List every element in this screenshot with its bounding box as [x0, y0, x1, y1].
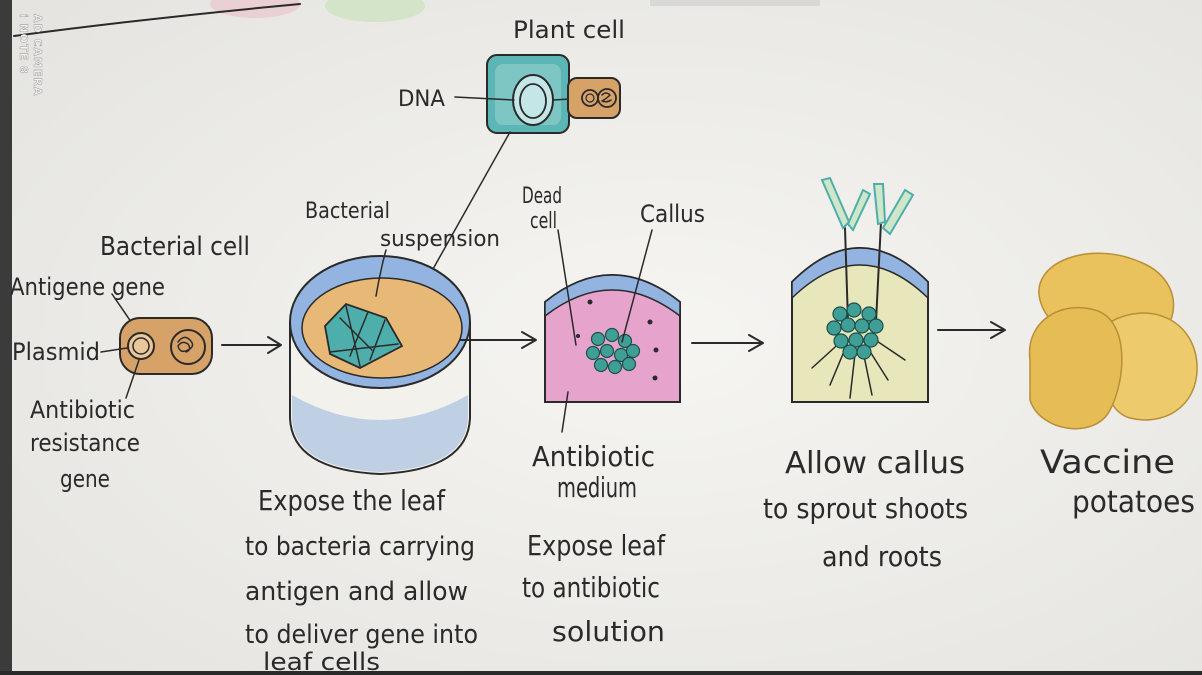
potato-left [1030, 308, 1122, 429]
resistance-gene-label-3: gene [60, 465, 110, 493]
dead-cell-label-2: cell [530, 209, 557, 234]
callus-cell [609, 361, 622, 374]
plant-cell-title: Plant cell [513, 16, 625, 44]
plasmid-label: Plasmid [12, 338, 100, 366]
resistance-gene-label-2: resistance [30, 429, 140, 457]
dead-cell-dot [653, 376, 658, 381]
dead-cell-dot [654, 348, 659, 353]
step-2-caption-line-2: to antibiotic [522, 571, 660, 604]
faint-gray-watermark [650, 0, 820, 6]
callus-cell [606, 329, 619, 342]
suspension-label-2: suspension [380, 227, 500, 252]
step-2-caption-line-3: solution [552, 615, 665, 648]
step-2-caption-line-1: Expose leaf [527, 529, 666, 562]
dead-cell-dot [576, 334, 580, 338]
callus-cell [855, 319, 869, 333]
callus-cell [587, 347, 600, 360]
watermark-line-1: i NOTE 8 [17, 14, 30, 75]
watermark-line-2: AD CAMERA [31, 14, 44, 97]
antigen-gene-label: Antigene gene [10, 273, 165, 301]
callus-label: Callus [640, 200, 705, 228]
bacterial-cell-title: Bacterial cell [100, 232, 250, 262]
left-edge-shadow [0, 0, 12, 675]
callus-cell [843, 345, 857, 359]
callus-cell [627, 345, 640, 358]
callus-cell [595, 359, 608, 372]
callus-cell [601, 345, 614, 358]
step-1-caption-line-5: leaf cells [263, 648, 380, 675]
dead-cell-label-1: Dead [522, 184, 562, 209]
callus-cell [857, 345, 871, 359]
potatoes-label-2: potatoes [1072, 485, 1195, 520]
callus-cell [623, 358, 636, 371]
antibiotic-medium-label-1: Antibiotic [532, 440, 655, 473]
step-1-caption-line-3: antigen and allow [245, 577, 468, 607]
dna-label: DNA [398, 87, 445, 112]
callus-cell [869, 319, 883, 333]
plasmid-circle [128, 333, 154, 359]
resistance-gene-label-1: Antibiotic [30, 396, 135, 424]
callus-cell [841, 318, 855, 332]
step-1-caption-line-1: Expose the leaf [258, 484, 446, 517]
bottom-edge-shadow [0, 671, 1202, 675]
step-1-caption-line-4: to deliver gene into [245, 620, 478, 650]
step-1-caption-line-2: to bacteria carrying [245, 532, 475, 562]
suspension-label-1: Bacterial [305, 199, 390, 224]
antibiotic-medium-label-2: medium [557, 471, 637, 504]
dead-cell-dot [648, 320, 653, 325]
step-1-caption: Expose the leaf to bacteria carrying ant… [245, 484, 478, 675]
dead-cell-dot [588, 300, 593, 305]
step-3-caption-line-3: and roots [822, 540, 942, 573]
step-3-caption-line-1: Allow callus [785, 446, 965, 481]
potatoes-label-1: Vaccine [1040, 443, 1175, 481]
callus-cell [847, 303, 861, 317]
step-3-caption-line-2: to sprout shoots [763, 492, 968, 525]
callus-cell [827, 321, 841, 335]
vaccine-potatoes: Vaccine potatoes [1030, 253, 1198, 520]
callus-cell [592, 333, 605, 346]
